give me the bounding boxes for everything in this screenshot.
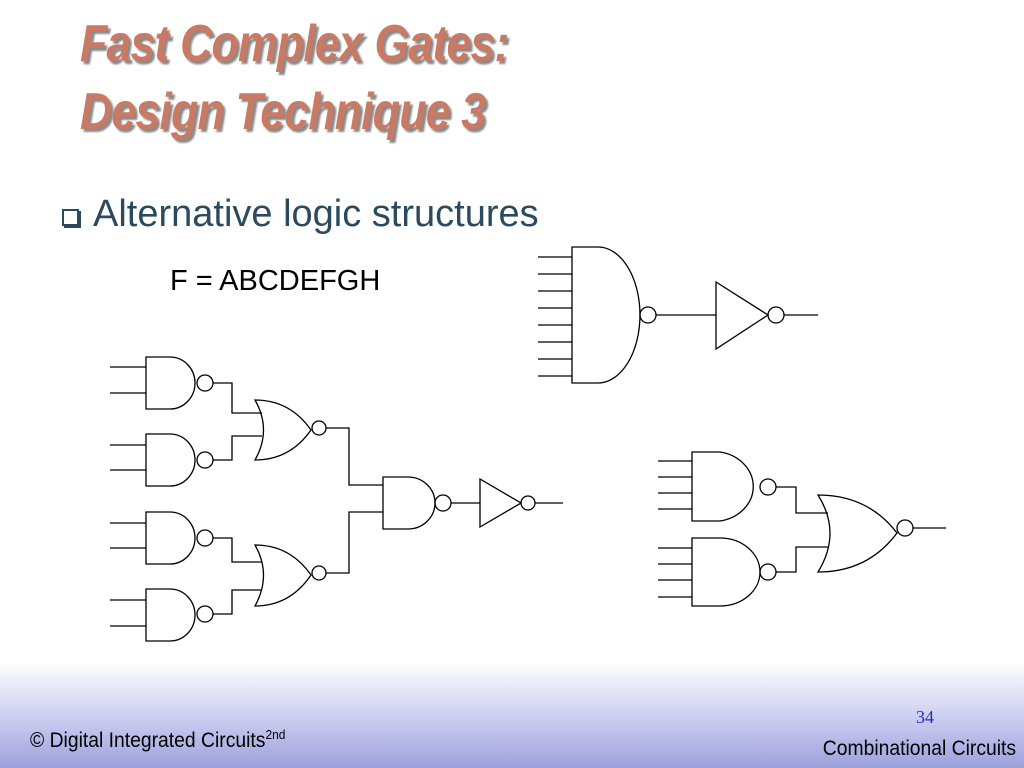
square-bullet-icon xyxy=(62,208,79,226)
equation: F = ABCDEFGH xyxy=(170,265,381,297)
nor2-gate-bottom xyxy=(253,544,312,607)
footer-band xyxy=(0,662,1024,768)
nand8-gate xyxy=(571,246,641,384)
four-input-nand-nor-diagram xyxy=(658,451,946,607)
bullet-item: Alternative logic structures xyxy=(62,190,539,238)
footer-copyright-text: © Digital Integrated Circuits xyxy=(30,729,266,752)
inverter-2 xyxy=(479,477,523,529)
page-number: 34 xyxy=(916,707,934,727)
nand2-gate-2 xyxy=(145,433,196,487)
footer-edition-superscript: 2nd xyxy=(265,727,286,742)
footer-copyright: © Digital Integrated Circuits2nd xyxy=(30,727,285,753)
two-input-tree-diagram xyxy=(110,356,563,642)
nand4-gate-bottom xyxy=(691,537,761,607)
nor2-gate-top xyxy=(253,399,312,461)
inverter-1 xyxy=(715,280,770,351)
footer-section-title: Combinational Circuits xyxy=(822,737,1016,760)
nand4-gate-top xyxy=(691,451,754,522)
slide-title-line-2: Design Technique 3 xyxy=(80,83,486,141)
bullet-text: Alternative logic structures xyxy=(93,192,539,235)
slide-title: Fast Complex Gates: Design Technique 3 xyxy=(80,10,509,146)
inverter-1-bubble xyxy=(767,306,785,324)
nand8-bubble xyxy=(639,306,657,324)
nand2-gate-3 xyxy=(145,511,196,565)
nand2-gate-1 xyxy=(145,356,196,410)
nand8-input-wires xyxy=(538,256,572,377)
nor2-gate-large xyxy=(816,494,898,573)
eight-input-nand-diagram xyxy=(538,246,818,384)
nand2-gate-4 xyxy=(145,588,196,642)
slide-title-line-1: Fast Complex Gates: xyxy=(80,15,509,73)
nand2-gate-final xyxy=(382,476,436,530)
